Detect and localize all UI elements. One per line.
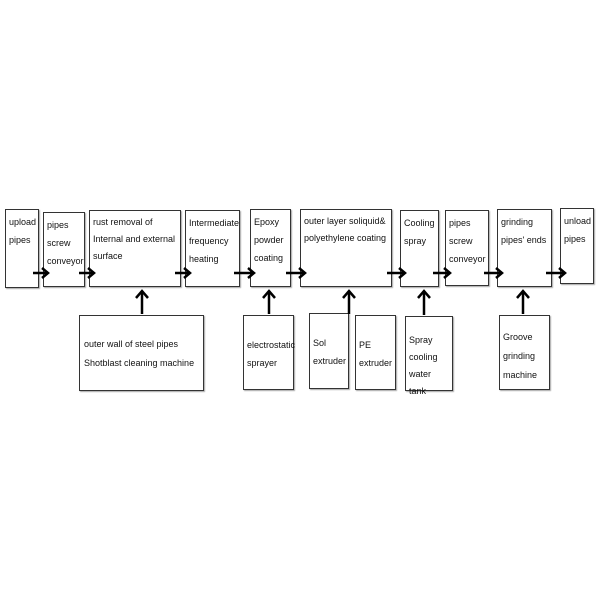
equipment-label: Sol extruder: [313, 338, 347, 366]
equipment-groove-grinding-machine: Groove grinding machine: [499, 315, 550, 390]
step-label: outer layer soliquid& polyethylene coati…: [304, 216, 387, 243]
equipment-pe-extruder: PE extruder: [355, 315, 396, 390]
step-outer-layer-coating: outer layer soliquid& polyethylene coati…: [300, 209, 392, 287]
arrow-shotblast-up: [135, 289, 149, 314]
equipment-sol-extruder: Sol extruder: [309, 313, 349, 389]
step-label: pipes screw conveyor: [47, 220, 84, 266]
step-upload-pipes: upload pipes: [5, 209, 39, 288]
arrow-extruder-up: [342, 289, 356, 314]
step-pipes-screw-conveyor-1: pipes screw conveyor: [43, 212, 85, 287]
arrow-tank-up: [417, 289, 431, 315]
equipment-shotblast-cleaning-machine: outer wall of steel pipes Shotblast clea…: [79, 315, 204, 391]
equipment-label: PE extruder: [359, 340, 393, 368]
step-label: Epoxy powder coating: [254, 217, 284, 263]
step-epoxy-powder-coating: Epoxy powder coating: [250, 209, 291, 287]
equipment-label: electrostatic sprayer: [247, 340, 296, 368]
step-cooling-spray: Cooling spray: [400, 210, 439, 287]
step-label: unload pipes: [564, 216, 592, 244]
step-pipes-screw-conveyor-2: pipes screw conveyor: [445, 210, 489, 286]
step-label: upload pipes: [9, 217, 37, 245]
equipment-label: Groove grinding machine: [503, 332, 538, 380]
step-label: pipes screw conveyor: [449, 218, 486, 264]
step-rust-removal: rust removal of Internal and external su…: [89, 210, 181, 287]
step-label: rust removal of Internal and external su…: [93, 217, 176, 261]
arrow-groove-up: [516, 289, 530, 314]
step-label: Cooling spray: [404, 218, 435, 246]
step-unload-pipes: unload pipes: [560, 208, 594, 284]
step-label: grinding pipes' ends: [501, 217, 547, 245]
step-grinding-pipes-ends: grinding pipes' ends: [497, 209, 552, 287]
equipment-spray-cooling-water-tank: Spray cooling water tank: [405, 316, 453, 396]
equipment-label: outer wall of steel pipes Shotblast clea…: [84, 339, 195, 368]
arrow-sprayer-up: [262, 289, 276, 314]
step-label: Intermediate frequency heating: [189, 218, 240, 264]
equipment-label: Spray cooling water tank: [409, 335, 438, 396]
equipment-electrostatic-sprayer: electrostatic sprayer: [243, 315, 296, 390]
step-intermediate-frequency-heating: Intermediate frequency heating: [185, 210, 240, 287]
